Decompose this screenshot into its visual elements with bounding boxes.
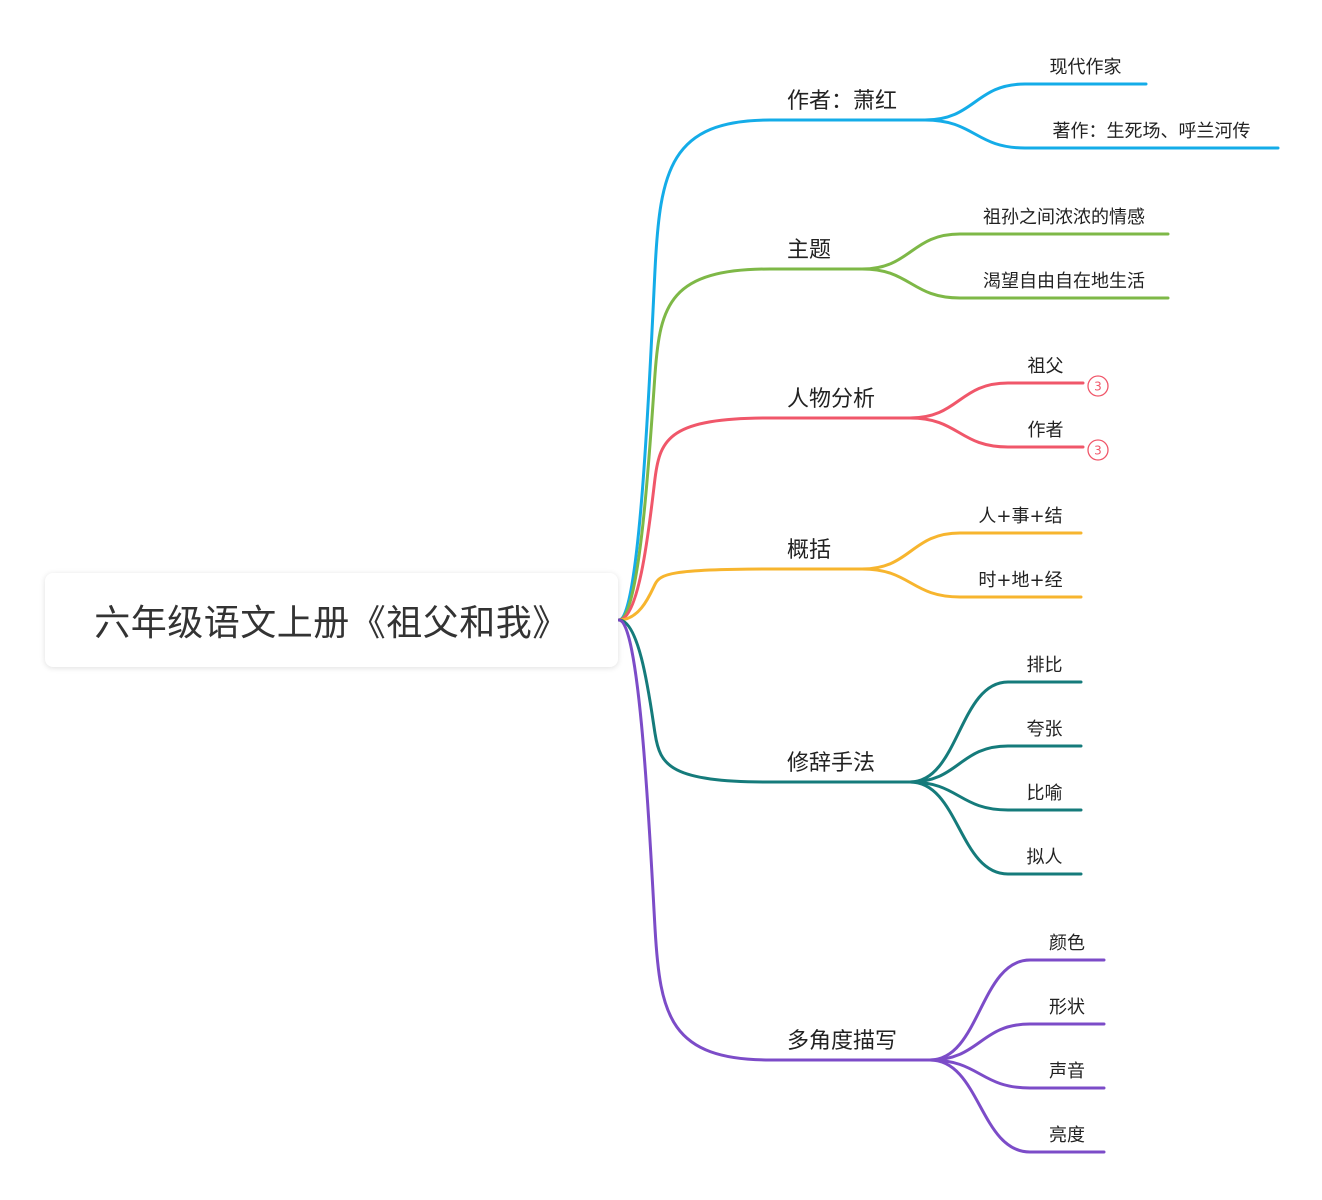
leaf-connector bbox=[928, 1058, 1106, 1154]
root-topic[interactable]: 六年级语文上册《祖父和我》 bbox=[45, 573, 618, 667]
leaf-label[interactable]: 作者 bbox=[1028, 420, 1064, 441]
leaf-label[interactable]: 声音 bbox=[1049, 1061, 1085, 1082]
collapsed-count-badge[interactable] bbox=[1087, 439, 1109, 461]
leaf-label[interactable]: 时+地+经 bbox=[978, 570, 1062, 591]
branch-connector bbox=[617, 618, 932, 1062]
leaf-connector bbox=[923, 118, 1280, 150]
leaf-connector bbox=[860, 232, 1170, 271]
collapsed-count-text: 3 bbox=[1094, 444, 1102, 458]
branch-connector bbox=[617, 267, 864, 622]
leaf-label[interactable]: 颜色 bbox=[1049, 933, 1085, 954]
leaf-connector bbox=[860, 567, 1083, 599]
leaf-label[interactable]: 祖父 bbox=[1028, 356, 1064, 377]
leaf-label[interactable]: 排比 bbox=[1027, 655, 1063, 676]
collapsed-count-badge[interactable] bbox=[1087, 375, 1109, 397]
leaf-label[interactable]: 著作：生死场、呼兰河传 bbox=[1053, 121, 1251, 142]
leaf-connector bbox=[908, 780, 1083, 812]
root-topic-label: 六年级语文上册《祖父和我》 bbox=[94, 603, 569, 644]
leaf-connector bbox=[908, 381, 1085, 420]
branch-connector bbox=[617, 416, 912, 622]
leaf-label[interactable]: 祖孙之间浓浓的情感 bbox=[983, 207, 1145, 228]
leaf-label[interactable]: 人+事+结 bbox=[978, 506, 1062, 527]
leaf-connector bbox=[908, 416, 1085, 449]
collapsed-count-text: 3 bbox=[1094, 380, 1102, 394]
leaf-connector bbox=[928, 1058, 1106, 1090]
branch-connector bbox=[617, 618, 912, 784]
leaf-connector bbox=[928, 958, 1106, 1062]
branch-4: 概括 人+事+结时+地+经 bbox=[617, 506, 1083, 622]
leaf-connector bbox=[923, 82, 1148, 122]
leaf-label[interactable]: 比喻 bbox=[1027, 783, 1063, 804]
leaf-connector bbox=[908, 680, 1083, 784]
leaf-label[interactable]: 亮度 bbox=[1049, 1125, 1085, 1146]
leaf-connector bbox=[860, 267, 1170, 300]
leaf-connector bbox=[928, 1022, 1106, 1062]
topic-label[interactable]: 作者：萧红 bbox=[787, 89, 897, 114]
leaf-label[interactable]: 夸张 bbox=[1027, 719, 1063, 740]
leaf-label[interactable]: 形状 bbox=[1049, 997, 1085, 1018]
leaf-connector bbox=[908, 780, 1083, 876]
leaf-label[interactable]: 渴望自由自在地生活 bbox=[983, 271, 1145, 292]
branch-connector bbox=[617, 567, 864, 622]
leaf-label[interactable]: 拟人 bbox=[1027, 847, 1063, 868]
leaf-connector bbox=[908, 744, 1083, 784]
topic-label[interactable]: 主题 bbox=[787, 238, 831, 263]
topic-label[interactable]: 人物分析 bbox=[787, 387, 875, 412]
topic-label[interactable]: 概括 bbox=[787, 538, 831, 563]
leaf-connector bbox=[860, 531, 1083, 571]
leaf-label[interactable]: 现代作家 bbox=[1050, 57, 1122, 78]
topic-label[interactable]: 多角度描写 bbox=[787, 1029, 897, 1054]
branch-3: 人物分析 祖父 3 作者 3 bbox=[617, 356, 1109, 622]
topic-label[interactable]: 修辞手法 bbox=[787, 751, 875, 776]
branch-connector bbox=[617, 118, 927, 622]
